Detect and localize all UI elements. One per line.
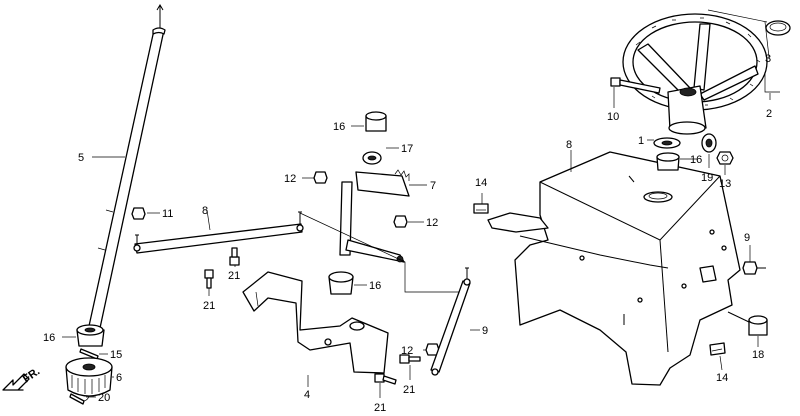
callout-14: 14 (475, 177, 487, 189)
callout-21: 21 (403, 384, 415, 396)
callout-9: 9 (482, 325, 488, 337)
steering-arm (339, 151, 410, 263)
callout-9: 8 (202, 205, 208, 217)
washer-1 (653, 137, 681, 149)
callout-labels: 5 11 8 16 15 6 20 16 17 12 7 12 16 21 21… (43, 53, 772, 414)
callout-1: 1 (638, 135, 644, 147)
callout-16: 16 (43, 332, 55, 344)
callout-18: 18 (752, 349, 764, 361)
steering-wheel (622, 13, 768, 135)
callout-15: 15 (110, 349, 122, 361)
nut-12-mid (393, 215, 408, 228)
callout-17: 17 (401, 143, 413, 155)
bolt-21-b (229, 247, 240, 266)
callout-16: 16 (369, 280, 381, 292)
callout-10: 9 (744, 232, 750, 244)
callout-16: 16 (333, 121, 345, 133)
callout-19: 19 (701, 172, 713, 184)
lock-pin (69, 393, 90, 405)
pinion-gear (65, 357, 113, 397)
nut-13 (716, 151, 734, 165)
callout-7: 7 (430, 180, 436, 192)
nut-12-left (131, 207, 146, 220)
bushing-18 (727, 311, 768, 336)
bushing-lower (328, 271, 354, 295)
callout-21: 21 (228, 270, 240, 282)
dash-panel (487, 151, 741, 386)
callout-21: 21 (374, 402, 386, 414)
bushing-16-right (656, 152, 680, 171)
clip-14-bottom (709, 342, 726, 356)
callout-5: 5 (78, 152, 84, 164)
shaft-bushing (76, 324, 105, 347)
steering-shaft (88, 4, 166, 329)
callout-12: 11 (162, 208, 173, 220)
callout-8: 8 (566, 139, 572, 151)
callout-21: 21 (203, 300, 215, 312)
callout-6: 6 (116, 372, 122, 384)
bolt-21-c (399, 354, 421, 364)
callout-20: 20 (98, 392, 110, 404)
callout-12: 12 (426, 217, 438, 229)
callout-16: 16 (690, 154, 702, 166)
bushing-upper (365, 111, 387, 132)
callout-13: 13 (719, 178, 731, 190)
leader-lines (62, 9, 780, 398)
callout-2: 2 (766, 108, 772, 120)
front-direction-arrow: FR. (2, 365, 42, 391)
bolt-21-a (204, 269, 214, 289)
callout-4: 4 (304, 389, 310, 401)
bolt-21-d (374, 373, 397, 385)
callout-12: 12 (284, 173, 296, 185)
callout-12: 12 (401, 345, 413, 357)
tie-rod-upper (133, 211, 304, 254)
assembly-line (299, 212, 466, 293)
tie-rod-lower (430, 267, 471, 376)
nut-12-top (313, 171, 328, 184)
callout-3: 3 (765, 53, 771, 65)
steering-bracket (242, 271, 389, 374)
washer-19 (701, 133, 717, 153)
wheel-cap (765, 20, 791, 36)
callout-11: 10 (607, 111, 619, 123)
clip-14-top (473, 203, 489, 214)
nut-10 (742, 261, 766, 275)
wheel-bolt (610, 77, 661, 94)
callout-14: 14 (716, 372, 728, 384)
